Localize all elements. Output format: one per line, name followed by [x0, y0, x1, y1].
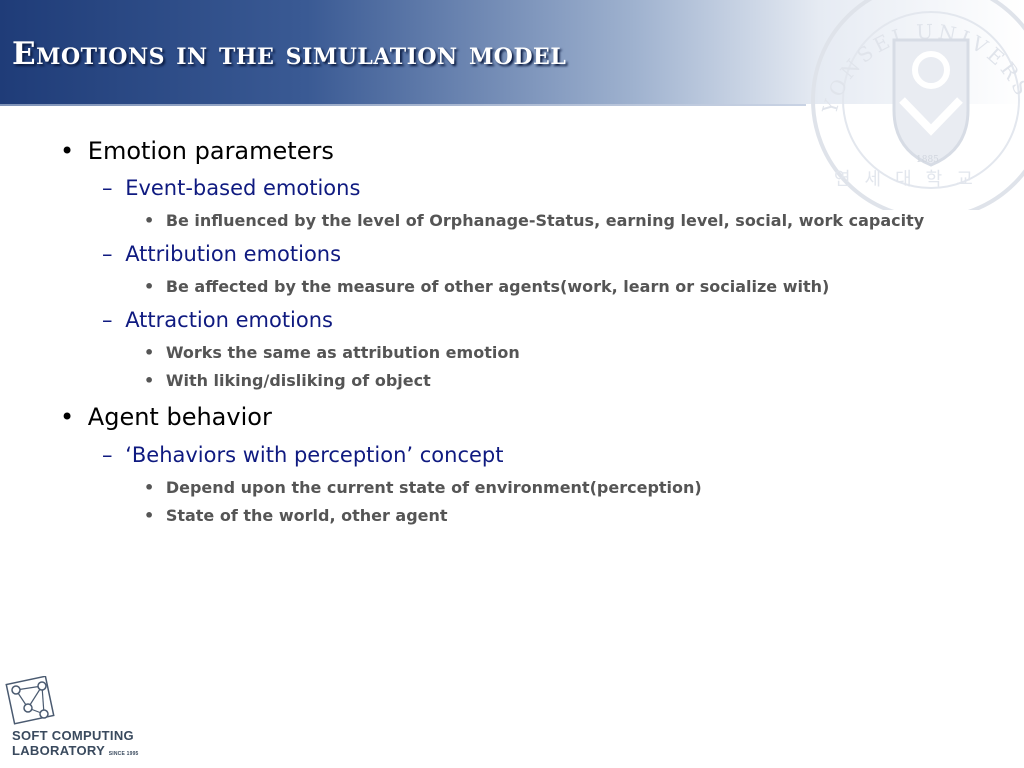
- logo-since: SINCE 1995: [108, 751, 139, 757]
- seal-korean-text: 연세대학교: [834, 169, 987, 190]
- dash-icon: –: [102, 443, 113, 467]
- sub-bullet-item: – Attraction emotions: [102, 308, 333, 332]
- dash-icon: –: [102, 242, 113, 266]
- detail-item: • Be influenced by the level of Orphanag…: [144, 211, 924, 230]
- slide-title: Emotions in the simulation model: [12, 36, 567, 72]
- sub-bullet-item: – Attribution emotions: [102, 242, 341, 266]
- logo-line1: SOFT COMPUTING: [12, 728, 134, 743]
- detail-text: Depend upon the current state of environ…: [165, 478, 702, 497]
- detail-text: Be influenced by the level of Orphanage-…: [165, 211, 925, 230]
- small-dot-icon: •: [144, 211, 155, 230]
- detail-text: Be affected by the measure of other agen…: [165, 277, 830, 296]
- detail-text: Works the same as attribution emotion: [165, 343, 520, 362]
- bullet-text: Agent behavior: [87, 403, 272, 431]
- small-dot-icon: •: [144, 506, 155, 525]
- seal-year: 1885: [916, 155, 939, 165]
- detail-item: • State of the world, other agent: [144, 506, 448, 525]
- bullet-dot-icon: •: [60, 403, 75, 431]
- detail-item: • Depend upon the current state of envir…: [144, 478, 702, 497]
- detail-item: • Be affected by the measure of other ag…: [144, 277, 829, 296]
- sub-bullet-text: ‘Behaviors with perception’ concept: [125, 443, 504, 467]
- detail-item: • Works the same as attribution emotion: [144, 343, 520, 362]
- sub-bullet-item: – Event-based emotions: [102, 176, 360, 200]
- detail-text: With liking/disliking of object: [165, 371, 431, 390]
- sub-bullet-text: Attraction emotions: [125, 308, 333, 332]
- small-dot-icon: •: [144, 371, 155, 390]
- dash-icon: –: [102, 176, 113, 200]
- university-seal-icon: YONSEI UNIVERSITY 1885 연세대학교: [806, 0, 1024, 210]
- logo-line2-wrap: LABORATORY SINCE 1995: [12, 743, 139, 758]
- bullet-item: • Emotion parameters: [60, 137, 334, 165]
- network-graph-icon: [5, 676, 55, 725]
- bullet-dot-icon: •: [60, 137, 75, 165]
- detail-text: State of the world, other agent: [165, 506, 448, 525]
- sub-bullet-text: Event-based emotions: [125, 176, 361, 200]
- small-dot-icon: •: [144, 478, 155, 497]
- small-dot-icon: •: [144, 343, 155, 362]
- dash-icon: –: [102, 308, 113, 332]
- title-bar: [0, 0, 1024, 106]
- sub-bullet-text: Attribution emotions: [125, 242, 342, 266]
- small-dot-icon: •: [144, 277, 155, 296]
- bullet-item: • Agent behavior: [60, 403, 272, 431]
- lab-logo: SOFT COMPUTING LABORATORY SINCE 1995: [4, 676, 154, 766]
- sub-bullet-item: – ‘Behaviors with perception’ concept: [102, 443, 504, 467]
- bullet-text: Emotion parameters: [87, 137, 334, 165]
- detail-item: • With liking/disliking of object: [144, 371, 431, 390]
- logo-line2: LABORATORY: [12, 743, 105, 758]
